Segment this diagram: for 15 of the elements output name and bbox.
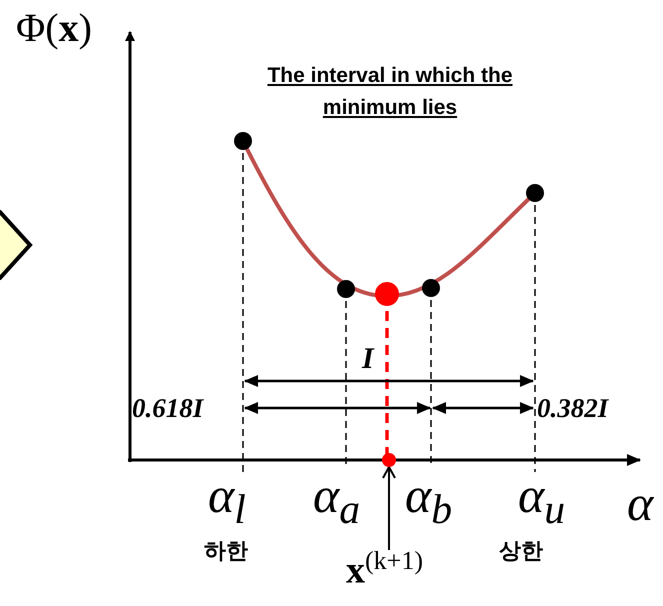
bound-label: 상한 — [499, 540, 543, 562]
point-label: α$_{a}$ — [313, 470, 360, 532]
chart-title: The interval in which the minimum lies — [266, 63, 514, 120]
point-label: α$_{l}$ — [208, 470, 246, 532]
axis-label: Φ(x) — [16, 8, 92, 48]
dimension-label: 0.382I — [537, 395, 608, 422]
point-label: α$_{b}$ — [405, 470, 452, 532]
dimension-label: 0.618I — [132, 395, 204, 422]
marker-dot — [382, 453, 396, 467]
axis-label: α — [627, 478, 654, 528]
point-label: α$_{u}$ — [518, 470, 566, 532]
bound-label: 하한 — [204, 540, 248, 562]
arrow — [382, 466, 396, 550]
point-label: x$^{(k+1)}$ — [346, 548, 423, 590]
dimension-label: I — [362, 344, 374, 374]
